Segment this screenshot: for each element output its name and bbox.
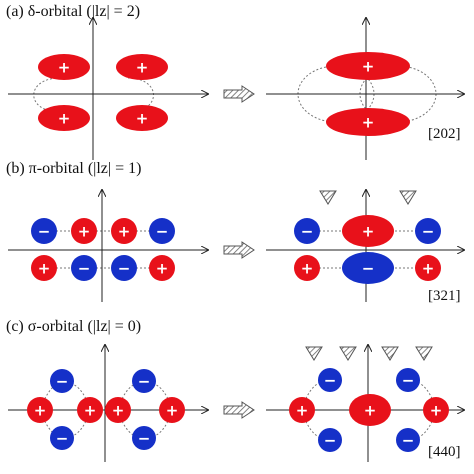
panel-c-left-lobe-4-sign: + bbox=[84, 402, 97, 420]
panel-c-left-lobe-6 bbox=[132, 369, 156, 393]
panel-c-marker-icon-1 bbox=[305, 346, 323, 361]
panel-b-left-lobe-7-sign: − bbox=[118, 260, 131, 278]
panel-a-label: [202] bbox=[428, 126, 461, 142]
panel-c-right-lobe-3 bbox=[318, 428, 342, 452]
panel-b-left-lobe-6-sign: − bbox=[78, 260, 91, 278]
panel-c-right-lobe-7 bbox=[423, 397, 449, 423]
panel-c-left-lobe-3-sign: − bbox=[56, 430, 69, 448]
panel-b-left-lobe-4 bbox=[149, 218, 175, 244]
panel-c-left-lobe-2-sign: − bbox=[56, 373, 69, 391]
panel-b-left-lobe-5 bbox=[31, 255, 57, 281]
panel-a-left-lobe-1-sign: + bbox=[58, 59, 71, 77]
panel-b-right-lobe-3-sign: − bbox=[422, 223, 435, 241]
panel-a-left-lobe-1 bbox=[38, 54, 90, 80]
panel-c-right-lobe-4 bbox=[349, 394, 391, 426]
panel-a-left-lobe-3 bbox=[38, 105, 90, 131]
panel-b-left-lobe-1-sign: − bbox=[38, 223, 51, 241]
panel-a-left-dotted-1 bbox=[33, 77, 61, 113]
panel-c-left-lobe-1 bbox=[27, 397, 53, 423]
panel-c-label: [440] bbox=[428, 444, 461, 460]
panel-c-marker-icon-2 bbox=[339, 346, 357, 361]
panel-b-left-lobe-1 bbox=[31, 218, 57, 244]
panel-a-right-lobe-bottom bbox=[326, 108, 410, 136]
panel-c-left-lobe-5 bbox=[105, 397, 131, 423]
panel-c-arrow-icon bbox=[223, 401, 255, 419]
panel-b-left-lobe-2 bbox=[71, 218, 97, 244]
panel-b-left-lobe-8-sign: + bbox=[156, 260, 169, 278]
panel-c-right-lobe-3-sign: − bbox=[324, 432, 337, 450]
panel-c-left-lobe-6-sign: − bbox=[138, 373, 151, 391]
panel-a-title: (a) δ-orbital (|lz| = 2) bbox=[6, 3, 141, 20]
panel-c-marker-icon-4 bbox=[415, 346, 433, 361]
panel-a-left-lobe-4-sign: + bbox=[136, 110, 149, 128]
panel-c-left-lobe-7 bbox=[132, 426, 156, 450]
panel-c-right-lobe-6-sign: − bbox=[402, 432, 415, 450]
panel-c-title: (c) σ-orbital (|lz| = 0) bbox=[6, 318, 142, 335]
panel-b-marker-icon-1 bbox=[319, 190, 337, 205]
panel-c-marker-icon-3 bbox=[381, 346, 399, 361]
panel-c-left-lobe-5-sign: + bbox=[112, 402, 125, 420]
panel-b-left-lobe-6 bbox=[71, 255, 97, 281]
panel-b-right-lobe-1-sign: − bbox=[301, 223, 314, 241]
panel-b-left-lobe-3 bbox=[111, 218, 137, 244]
panel-b-label: [321] bbox=[428, 288, 461, 304]
panel-c-right-lobe-6 bbox=[396, 428, 420, 452]
panel-a-left-lobe-3-sign: + bbox=[58, 110, 71, 128]
panel-b-marker-icon-2 bbox=[399, 190, 417, 205]
panel-b-right-lobe-2-sign: + bbox=[362, 223, 375, 241]
panel-c-left-lobe-8-sign: + bbox=[166, 402, 179, 420]
panel-c-left-lobe-3 bbox=[50, 426, 74, 450]
panel-b-left-lobe-5-sign: + bbox=[38, 260, 51, 278]
panel-a-right-lobe-bottom-sign: + bbox=[362, 114, 375, 132]
panel-c-right-lobe-7-sign: + bbox=[430, 402, 443, 420]
panel-c-right-lobe-4-sign: + bbox=[364, 402, 377, 420]
panel-b-right-lobe-4-sign: + bbox=[301, 260, 314, 278]
panel-b-right-lobe-4 bbox=[294, 255, 320, 281]
panel-c-left-lobe-2 bbox=[50, 369, 74, 393]
panel-c-right-lobe-2-sign: − bbox=[324, 372, 337, 390]
panel-b-right-lobe-1 bbox=[294, 218, 320, 244]
panel-a-right-lobe-top bbox=[326, 52, 410, 80]
panel-c-left-lobe-1-sign: + bbox=[34, 402, 47, 420]
panel-b-left-lobe-4-sign: − bbox=[156, 223, 169, 241]
panel-c-left-lobe-4 bbox=[77, 397, 103, 423]
panel-c-right-lobe-1 bbox=[289, 397, 315, 423]
panel-b-left-lobe-8 bbox=[149, 255, 175, 281]
panel-b-right-lobe-6-sign: + bbox=[422, 260, 435, 278]
panel-b-title: (b) π-orbital (|lz| = 1) bbox=[6, 160, 142, 177]
panel-b-right-lobe-3 bbox=[415, 218, 441, 244]
panel-a-arrow-icon bbox=[223, 85, 255, 103]
panel-a-left-lobe-2 bbox=[116, 54, 168, 80]
panel-c-left-dotted-7 bbox=[117, 409, 145, 439]
panel-b-right-lobe-5 bbox=[342, 252, 394, 284]
panel-a-left-lobe-4 bbox=[116, 105, 168, 131]
panel-c-left-dotted-5 bbox=[117, 381, 145, 411]
panel-c-right-lobe-5-sign: − bbox=[402, 372, 415, 390]
panel-c-left-lobe-7-sign: − bbox=[138, 430, 151, 448]
panel-b-left-lobe-3-sign: + bbox=[118, 223, 131, 241]
panel-c-right-lobe-5 bbox=[396, 368, 420, 392]
panel-c-right-lobe-1-sign: + bbox=[296, 402, 309, 420]
panel-c-right-lobe-2 bbox=[318, 368, 342, 392]
panel-a-left-lobe-2-sign: + bbox=[136, 59, 149, 77]
panel-b-right-lobe-6 bbox=[415, 255, 441, 281]
panel-b-right-lobe-5-sign: − bbox=[362, 260, 375, 278]
panel-b-left-lobe-2-sign: + bbox=[78, 223, 91, 241]
panel-b-left-lobe-7 bbox=[111, 255, 137, 281]
panel-c-left-lobe-8 bbox=[159, 397, 185, 423]
panel-b-arrow-icon bbox=[223, 241, 255, 259]
panel-a-right-lobe-top-sign: + bbox=[362, 58, 375, 76]
panel-b-right-lobe-2 bbox=[342, 215, 394, 247]
